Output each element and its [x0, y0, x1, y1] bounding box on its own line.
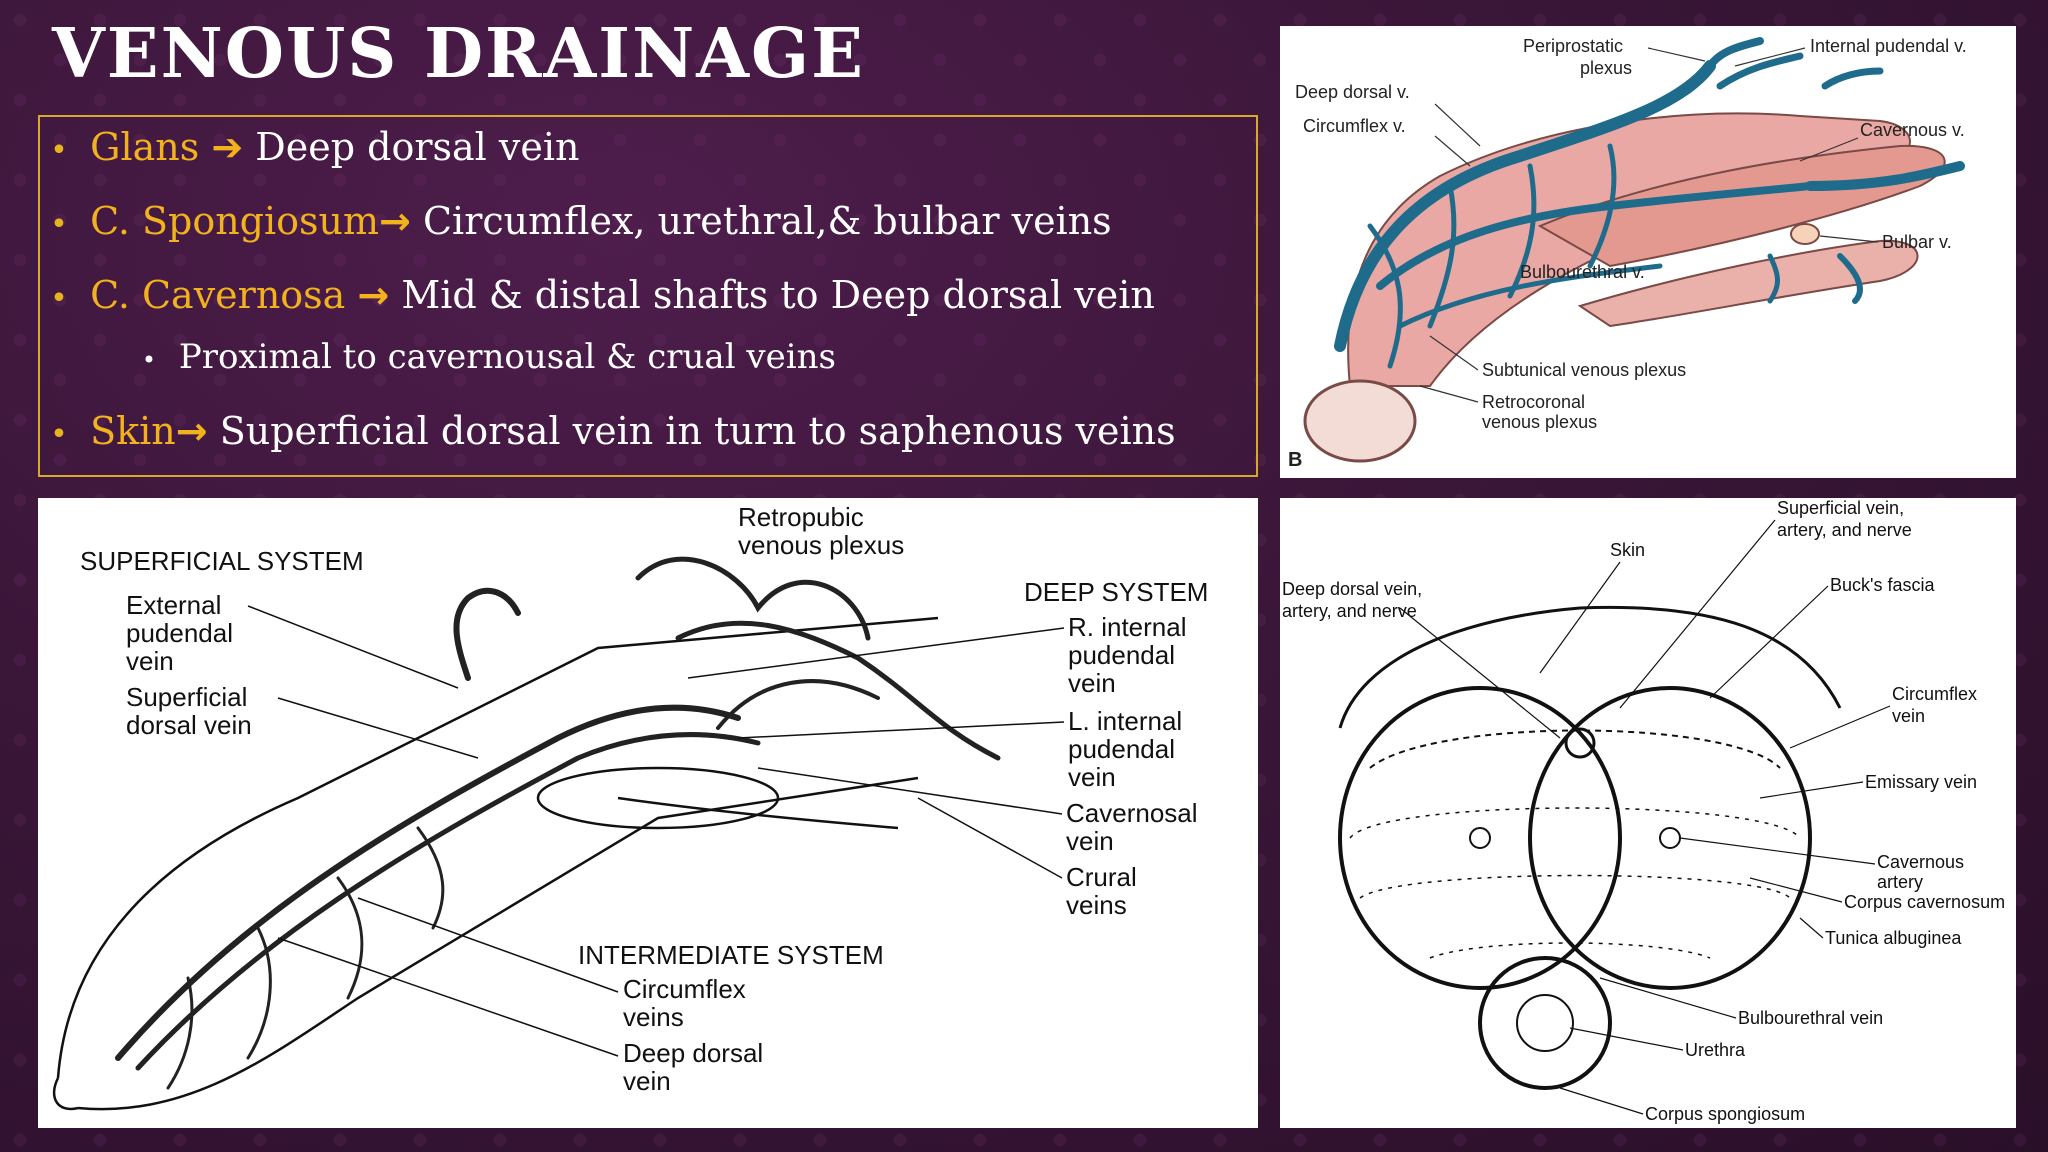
label-crural-veins: veins	[1066, 890, 1127, 920]
vein-network	[1334, 37, 1965, 369]
slide-title: VENOUS DRAINAGE	[52, 14, 865, 94]
bullet-spongiosum: • C. Spongiosum→ Circumflex, urethral,& …	[40, 199, 1112, 243]
label-venous-plexus: venous plexus	[738, 530, 904, 560]
bullet-glans: • Glans ➔ Deep dorsal vein	[40, 125, 579, 169]
sub-bullet-proximal: • Proximal to cavernousal & crual veins	[130, 337, 836, 377]
bullet-text: Circumflex, urethral,& bulbar veins	[422, 199, 1112, 243]
label-tunica-albuginea: Tunica albuginea	[1825, 928, 1962, 948]
arrow-icon: →	[357, 273, 390, 317]
label-deep-dorsal: Deep dorsal	[623, 1038, 763, 1068]
label-cavernous: Cavernous	[1877, 852, 1964, 872]
label-bucks-fascia: Buck's fascia	[1830, 575, 1935, 595]
label-periprostatic: Periprostatic	[1523, 36, 1623, 56]
label-l-pudendal: pudendal	[1068, 734, 1175, 764]
bullet-text: Mid & distal shafts to Deep dorsal vein	[401, 273, 1155, 317]
label-r-pudendal: pudendal	[1068, 640, 1175, 670]
label-superficial: Superficial	[126, 682, 247, 712]
label-retropubic: Retropubic	[738, 502, 864, 532]
label-venous-plexus: venous plexus	[1482, 412, 1597, 432]
label-bulbourethral: Bulbourethral v.	[1520, 262, 1645, 282]
label-vein: vein	[126, 646, 174, 676]
label-plexus: plexus	[1580, 58, 1632, 78]
label-circumflex-vein: vein	[1892, 706, 1925, 726]
label-deep-system: DEEP SYSTEM	[1024, 577, 1208, 607]
label-circumflex: Circumflex v.	[1303, 116, 1406, 136]
label-dorsal-vein: dorsal vein	[126, 710, 252, 740]
label-corpus-cavernosum: Corpus cavernosum	[1844, 892, 2005, 912]
organ-outline	[52, 616, 939, 1111]
label-subtunical: Subtunical venous plexus	[1482, 360, 1686, 380]
label-r-internal: R. internal	[1068, 612, 1187, 642]
label-pudendal: pudendal	[126, 618, 233, 648]
label-superficial-system: SUPERFICIAL SYSTEM	[80, 546, 364, 576]
label-circumflex: Circumflex	[1892, 684, 1977, 704]
bullet-glyph: •	[50, 133, 68, 168]
bullet-cavernosa: • C. Cavernosa → Mid & distal shafts to …	[40, 273, 1155, 317]
arrow-icon: →	[175, 409, 208, 453]
bullet-glyph: •	[50, 417, 68, 452]
bullet-key: Glans	[90, 125, 200, 169]
figure-cross-section: Superficial vein, artery, and nerve Skin…	[1280, 498, 2016, 1128]
bullet-text: Superficial dorsal vein in turn to saphe…	[219, 409, 1176, 453]
label-cavernous-artery: artery	[1877, 872, 1923, 892]
label-retrocoronal: Retrocoronal	[1482, 392, 1585, 412]
bullet-key: C. Spongiosum	[90, 199, 380, 243]
label-circumflex: Circumflex	[623, 974, 746, 1004]
bullet-glyph: •	[141, 346, 157, 374]
bullet-skin: • Skin→ Superficial dorsal vein in turn …	[40, 409, 1176, 453]
label-l-internal: L. internal	[1068, 706, 1182, 736]
label-urethra: Urethra	[1685, 1040, 1746, 1060]
label-deep-dorsal-vein: vein	[623, 1066, 671, 1096]
label-deep-artery-nerve: artery, and nerve	[1282, 601, 1417, 621]
bullet-glyph: •	[50, 207, 68, 242]
label-r-vein: vein	[1068, 668, 1116, 698]
label-external: External	[126, 590, 221, 620]
label-deep-dorsal-vein: Deep dorsal vein,	[1282, 579, 1422, 599]
arrow-icon: ➔	[211, 125, 244, 169]
bullet-glyph: •	[50, 281, 68, 316]
vein-illustration	[115, 556, 1001, 1090]
figure-venous-systems: Retropubic venous plexus SUPERFICIAL SYS…	[38, 498, 1258, 1128]
organ-illustration	[1303, 112, 1946, 463]
bullet-key: C. Cavernosa	[90, 273, 358, 317]
label-internal-pudendal: Internal pudendal v.	[1810, 36, 1967, 56]
label-cavernous: Cavernous v.	[1860, 120, 1965, 140]
arrow-icon: →	[379, 199, 411, 243]
cross-section-illustration	[1338, 605, 1842, 1090]
label-skin: Skin	[1610, 540, 1645, 560]
label-circumflex-veins: veins	[623, 1002, 684, 1032]
label-superficial-vein: Superficial vein,	[1777, 498, 1904, 518]
bullet-text: Deep dorsal vein	[255, 125, 580, 169]
label-intermediate-system: INTERMEDIATE SYSTEM	[578, 940, 884, 970]
label-bulbar: Bulbar v.	[1882, 232, 1952, 252]
label-bulbourethral-vein: Bulbourethral vein	[1738, 1008, 1883, 1028]
figure-venous-anatomy-b: Periprostatic plexus Internal pudendal v…	[1280, 26, 2016, 478]
bullet-text: Proximal to cavernousal & crual veins	[178, 337, 836, 377]
bullet-list-box: • Glans ➔ Deep dorsal vein • C. Spongios…	[38, 115, 1258, 477]
label-cavernosal: Cavernosal	[1066, 798, 1198, 828]
label-corpus-spongiosum: Corpus spongiosum	[1645, 1104, 1805, 1124]
label-emissary-vein: Emissary vein	[1865, 772, 1977, 792]
bullet-key: Skin	[90, 409, 176, 453]
label-superficial-artery-nerve: artery, and nerve	[1777, 520, 1912, 540]
label-deep-dorsal: Deep dorsal v.	[1295, 82, 1410, 102]
label-cavernosal-vein: vein	[1066, 826, 1114, 856]
figure-letter: B	[1288, 449, 1302, 471]
label-crural: Crural	[1066, 862, 1137, 892]
label-l-vein: vein	[1068, 762, 1116, 792]
